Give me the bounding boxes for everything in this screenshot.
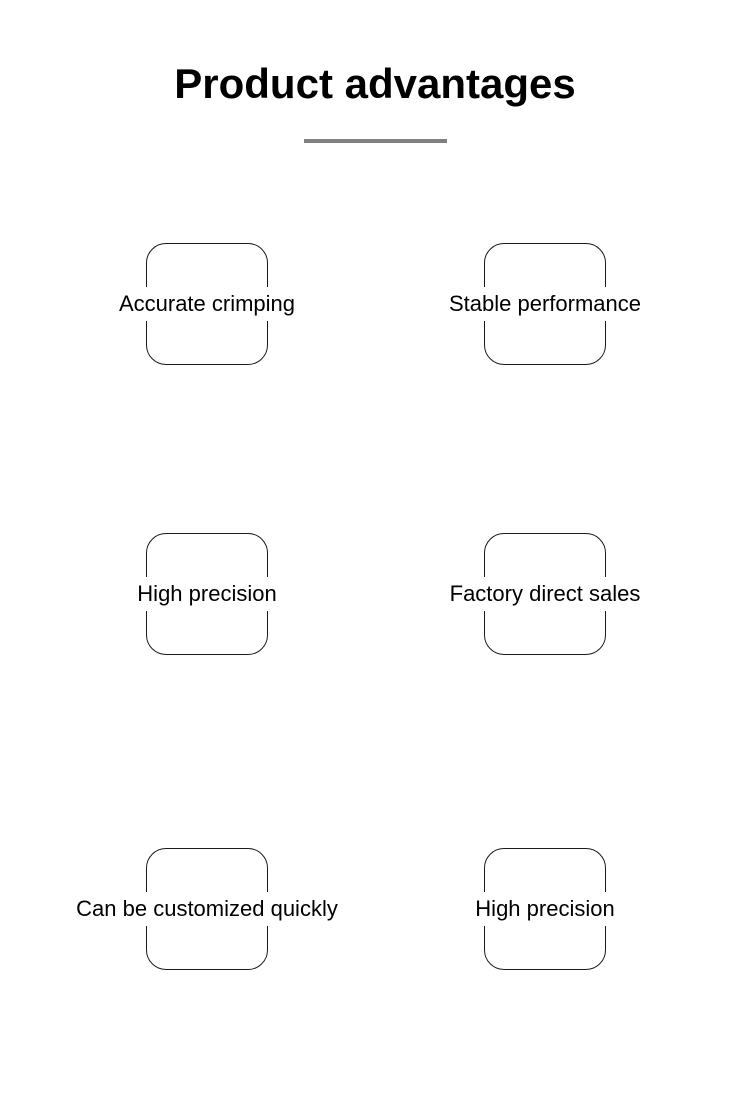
advantage-card-accurate-crimping[interactable]: Accurate crimping <box>27 243 387 365</box>
advantage-label: High precision <box>365 892 725 926</box>
advantage-label: High precision <box>27 577 387 611</box>
advantage-label: Accurate crimping <box>27 287 387 321</box>
page-title: Product advantages <box>174 60 576 107</box>
advantage-label: Stable performance <box>365 287 725 321</box>
title-divider <box>303 139 447 143</box>
page-header: Product advantages <box>0 58 750 143</box>
advantage-label: Factory direct sales <box>365 577 725 611</box>
advantage-card-stable-performance[interactable]: Stable performance <box>365 243 725 365</box>
advantages-grid: Accurate crimping Stable performance Hig… <box>0 243 750 1003</box>
advantage-card-high-precision[interactable]: High precision <box>27 533 387 655</box>
advantage-label: Can be customized quickly <box>27 892 387 926</box>
advantage-card-can-be-customized-quickly[interactable]: Can be customized quickly <box>27 848 387 970</box>
advantage-card-high-precision-2[interactable]: High precision <box>365 848 725 970</box>
advantage-card-factory-direct-sales[interactable]: Factory direct sales <box>365 533 725 655</box>
